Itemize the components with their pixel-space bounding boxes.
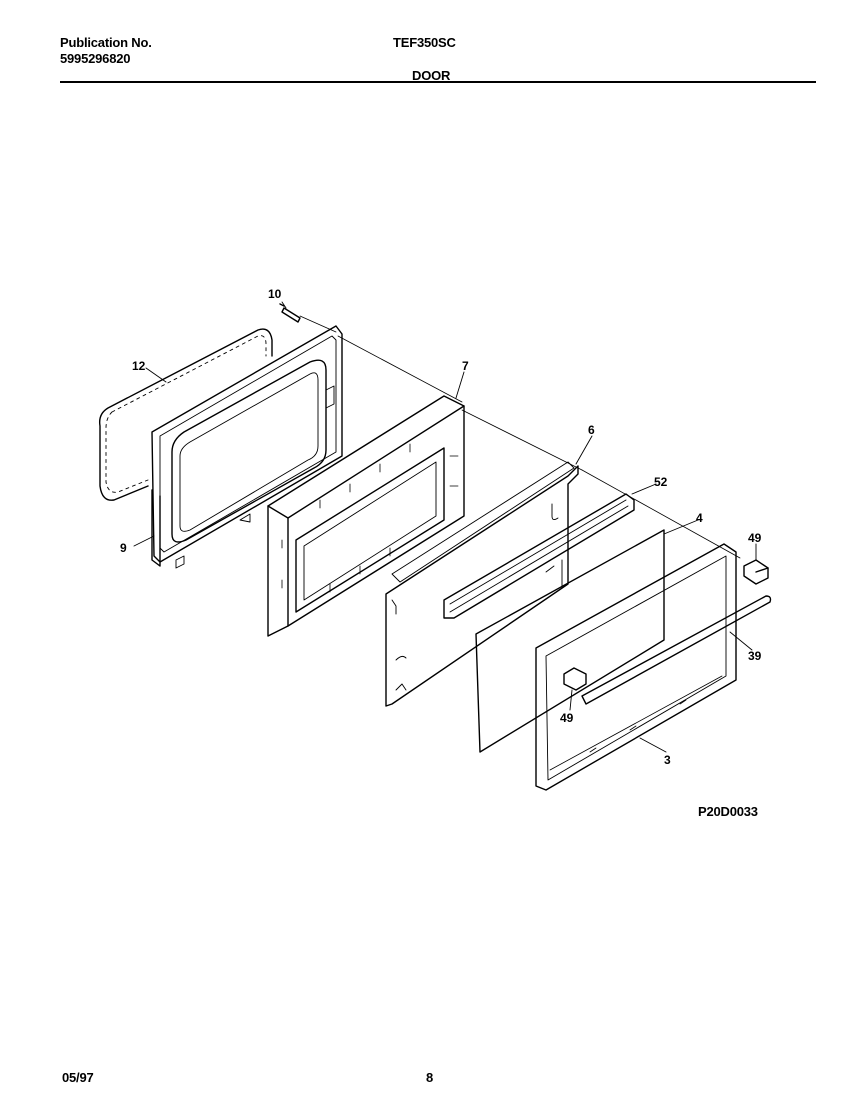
alignment-lines — [299, 315, 741, 559]
end-cap-part-49-upper — [743, 559, 769, 585]
callout-9: 9 — [120, 541, 127, 555]
section-title: DOOR — [412, 68, 451, 83]
glass-channel-part-52 — [443, 493, 635, 619]
callout-6: 6 — [588, 423, 595, 437]
screw-part-10 — [279, 303, 301, 323]
door-liner-part-9 — [151, 325, 343, 569]
model-number: TEF350SC — [393, 35, 456, 50]
leader-lines — [133, 301, 757, 753]
door-gasket-part-12 — [98, 328, 273, 501]
callout-7: 7 — [462, 359, 469, 373]
callout-3: 3 — [664, 753, 671, 767]
drawing-code: P20D0033 — [698, 804, 758, 819]
callout-4: 4 — [696, 511, 703, 525]
callout-39: 39 — [748, 649, 762, 663]
door-frame-part-7 — [267, 395, 465, 637]
page-number: 8 — [426, 1070, 434, 1085]
handle-part-39 — [581, 595, 772, 705]
callout-52: 52 — [654, 475, 668, 489]
callout-12: 12 — [132, 359, 146, 373]
end-cap-part-49-lower — [563, 667, 587, 691]
callout-10: 10 — [268, 287, 282, 301]
header-rule — [60, 81, 816, 83]
callout-49-upper: 49 — [748, 531, 762, 545]
publication-number: 5995296820 — [60, 51, 131, 66]
inner-glass-panel-part-6 — [385, 461, 579, 707]
glass-sheet-part-4 — [475, 529, 665, 753]
callout-49-lower: 49 — [560, 711, 574, 725]
publication-label: Publication No. — [60, 35, 152, 50]
footer-date: 05/97 — [62, 1070, 94, 1085]
outer-door-panel-part-3 — [535, 543, 737, 791]
